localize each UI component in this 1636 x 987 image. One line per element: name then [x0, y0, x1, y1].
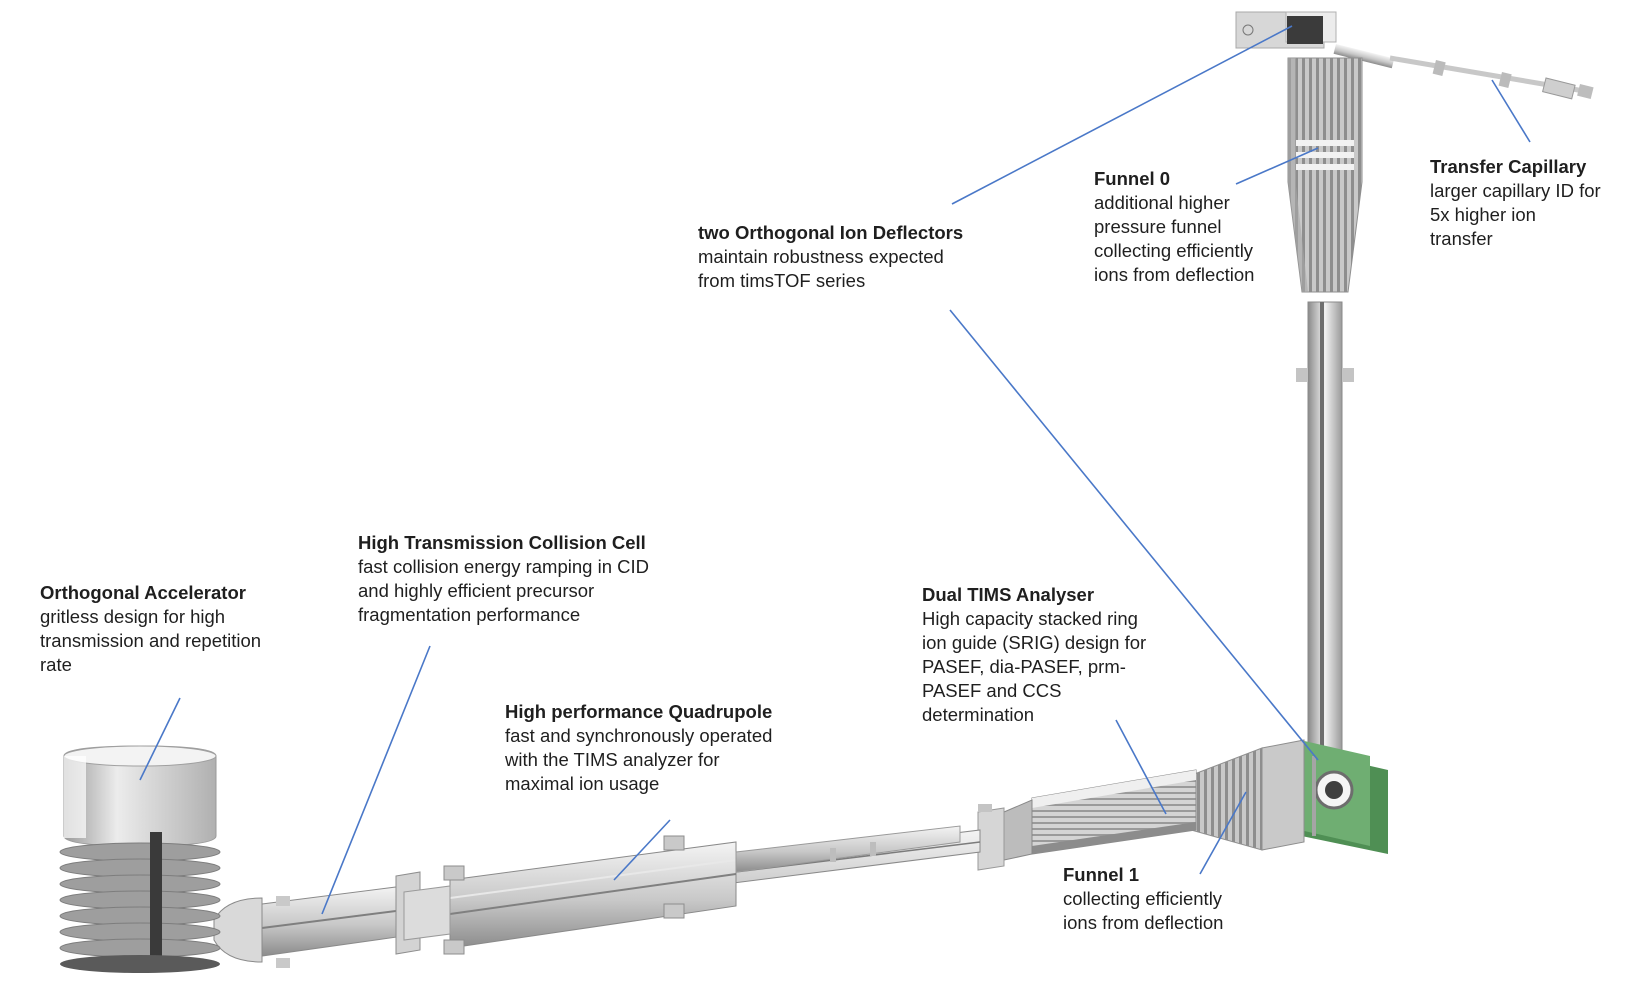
label-line: collecting efficiently — [1094, 240, 1254, 261]
label-title: High performance Quadrupole — [505, 701, 773, 722]
funnel-0-part — [1287, 57, 1363, 293]
label-title: Funnel 0 — [1094, 168, 1171, 189]
label-line: fast collision energy ramping in CID — [358, 556, 649, 577]
label-line: gritless design for high — [40, 606, 226, 627]
dual-tims-part — [977, 769, 1197, 871]
transfer-capillary-part — [1235, 11, 1594, 100]
label-collision-cell: High Transmission Collision Cell fast co… — [358, 531, 649, 627]
label-line: collecting efficiently — [1063, 888, 1223, 909]
label-line: PASEF, dia-PASEF, prm- — [922, 656, 1126, 677]
label-title: Dual TIMS Analyser — [922, 584, 1095, 605]
label-line: ions from deflection — [1094, 264, 1255, 285]
label-line: fast and synchronously operated — [505, 725, 773, 746]
label-line: larger capillary ID for — [1430, 180, 1601, 201]
orthogonal-accelerator-part — [59, 745, 221, 973]
label-dual-tims: Dual TIMS Analyser High capacity stacked… — [922, 583, 1146, 727]
label-title: two Orthogonal Ion Deflectors — [698, 222, 964, 243]
label-title: Funnel 1 — [1063, 864, 1140, 885]
leader-line-orthogonal-accelerator — [139, 697, 181, 781]
label-transfer-capillary: Transfer Capillary larger capillary ID f… — [1430, 155, 1601, 251]
label-line: rate — [40, 654, 72, 675]
label-ion-deflectors: two Orthogonal Ion Deflectors maintain r… — [698, 221, 963, 293]
label-orthogonal-accelerator: Orthogonal Accelerator gritless design f… — [40, 581, 261, 677]
label-line: transmission and repetition — [40, 630, 262, 651]
leader-line-deflector-upper — [951, 25, 1293, 205]
label-line: PASEF and CCS — [922, 680, 1062, 701]
label-line: maintain robustness expected — [698, 246, 944, 267]
leader-line-transfer-capillary — [1491, 79, 1531, 143]
leader-line-quadrupole — [613, 819, 671, 881]
label-line: additional higher — [1094, 192, 1230, 213]
label-line: and highly efficient precursor — [358, 580, 595, 601]
vertical-ion-tube — [1296, 301, 1354, 763]
label-title: Orthogonal Accelerator — [40, 582, 246, 603]
label-line: transfer — [1430, 228, 1493, 249]
label-funnel-0: Funnel 0 additional higher pressure funn… — [1094, 167, 1254, 287]
label-line: from timsTOF series — [698, 270, 866, 291]
leader-line-funnel-1 — [1199, 791, 1247, 875]
label-line: ions from deflection — [1063, 912, 1224, 933]
label-funnel-1: Funnel 1 collecting efficiently ions fro… — [1063, 863, 1223, 935]
label-line: fragmentation performance — [358, 604, 581, 625]
leader-line-dual-tims — [1115, 719, 1167, 815]
leader-lines — [139, 25, 1531, 915]
quadrupole-part — [443, 825, 961, 955]
label-title: High Transmission Collision Cell — [358, 532, 646, 553]
label-line: pressure funnel — [1094, 216, 1222, 237]
label-title: Transfer Capillary — [1430, 156, 1587, 177]
label-line: determination — [922, 704, 1035, 725]
leader-line-deflector-lower — [949, 309, 1319, 761]
label-line: maximal ion usage — [505, 773, 660, 794]
label-line: with the TIMS analyzer for — [505, 749, 720, 770]
deflector-block-part — [1261, 739, 1388, 854]
collision-cell-part — [213, 871, 451, 968]
leader-line-collision-cell — [321, 645, 431, 915]
label-line: ion guide (SRIG) design for — [922, 632, 1147, 653]
label-quadrupole: High performance Quadrupole fast and syn… — [505, 700, 772, 796]
leader-line-funnel-0 — [1235, 147, 1319, 185]
label-line: 5x higher ion — [1430, 204, 1536, 225]
label-line: High capacity stacked ring — [922, 608, 1138, 629]
